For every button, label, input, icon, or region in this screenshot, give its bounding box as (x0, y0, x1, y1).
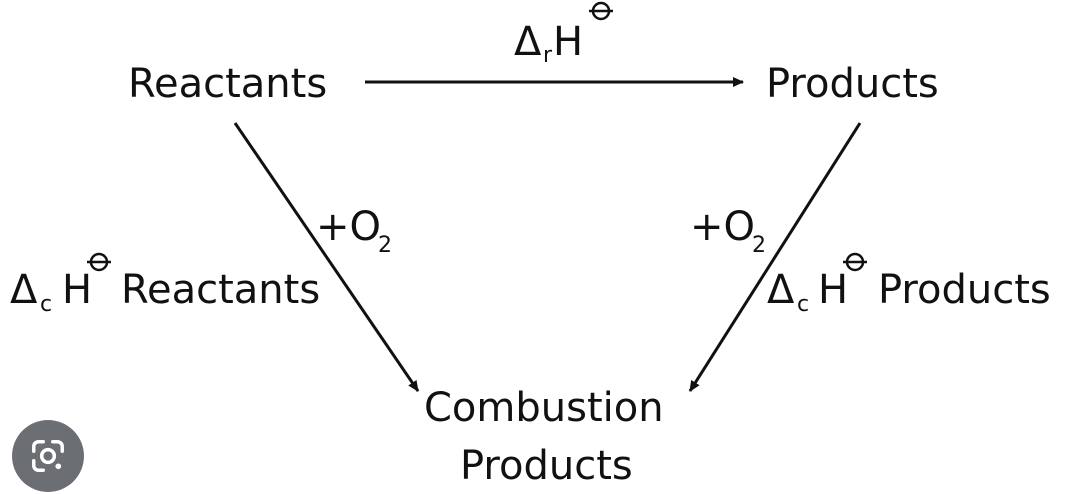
top-enthalpy-H: H (553, 19, 583, 65)
top-delta-symbol: Δ (514, 19, 542, 65)
arrow-reactants-to-combustion (233, 122, 420, 392)
right-enthalpy-H: H (818, 267, 848, 313)
right-standard-state-icon (843, 252, 867, 272)
node-reactants: Reactants (128, 61, 327, 107)
top-delta-subscript: r (543, 43, 553, 68)
left-enthalpy-word: Reactants (121, 267, 320, 313)
node-combustion-line2: Products (460, 443, 633, 489)
left-delta-subscript: c (40, 292, 52, 317)
left-oxygen-label: +O (316, 204, 381, 250)
right-delta-subscript: c (797, 292, 809, 317)
left-oxygen-subscript: 2 (378, 233, 392, 258)
left-enthalpy-H: H (62, 267, 92, 313)
right-oxygen-subscript: 2 (752, 233, 766, 258)
right-delta-symbol: Δ (767, 267, 795, 313)
left-standard-state-icon (87, 252, 111, 272)
left-delta-symbol: Δ (10, 267, 38, 313)
google-lens-button[interactable] (12, 420, 84, 492)
arrow-products-to-combustion (688, 122, 862, 392)
top-standard-state-icon (589, 1, 613, 21)
google-lens-icon (32, 440, 64, 472)
right-oxygen-label: +O (690, 204, 755, 250)
right-enthalpy-word: Products (878, 267, 1051, 313)
node-combustion-line1: Combustion (424, 385, 664, 431)
node-products: Products (766, 61, 939, 107)
